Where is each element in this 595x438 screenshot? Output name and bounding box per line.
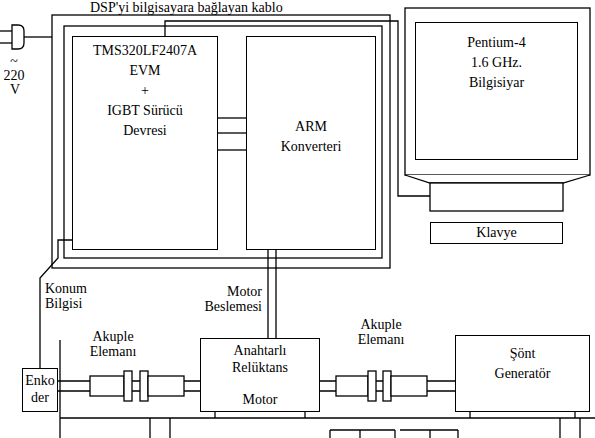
- voltage-value: 220: [2, 68, 26, 83]
- monitor-screen: Pentium-4 1.6 GHz. Bilgisiyar: [415, 22, 578, 160]
- connector-line: [218, 132, 246, 133]
- monitor-stand: [405, 175, 590, 183]
- node-text: Anahtarlı Relüktans: [210, 342, 310, 376]
- node-text: ARM Konverteri: [274, 117, 349, 157]
- ac-symbol: ~: [7, 54, 21, 69]
- edge-label: Motor Beslemesi: [198, 284, 262, 315]
- cable-label: DSP'yi bilgisayara bağlayan kablo: [90, 0, 283, 15]
- encoder-box: Enko der: [22, 368, 58, 412]
- node-text: Pentium-4 1.6 GHz. Bilgisiyar: [461, 33, 533, 93]
- converter-box: ARM Konverteri: [246, 36, 376, 250]
- computer-case: [430, 183, 563, 211]
- plug-symbol: [0, 25, 52, 49]
- node-text: Enko der: [25, 372, 56, 406]
- controller-box: TMS320LF2407A EVM+IGBT Sürücü Devresi: [72, 36, 218, 250]
- node-text: Şönt Generatör: [488, 344, 558, 384]
- node-text: TMS320LF2407A EVM: [85, 41, 205, 81]
- enclosure-frame: [52, 15, 390, 268]
- edge-label: Konum Bilgisi: [45, 281, 95, 312]
- generator-box: Şönt Generatör: [455, 335, 590, 412]
- connector-line: [268, 250, 276, 338]
- coupling-element: [90, 371, 184, 401]
- connector-line: [218, 149, 246, 150]
- node-text: Klavye: [437, 224, 557, 242]
- part-label: Akuple Elemanı: [84, 329, 142, 360]
- voltage-unit: V: [8, 82, 22, 97]
- motor-box: Anahtarlı RelüktansMotor: [200, 338, 320, 412]
- keyboard-box: Klavye: [430, 222, 563, 244]
- node-text: IGBT Sürücü Devresi: [85, 101, 205, 141]
- node-text: +: [85, 81, 205, 101]
- monitor-housing: [405, 8, 590, 175]
- connector-line: [218, 117, 246, 118]
- enclosure-frame: [64, 26, 382, 258]
- coupling-element: [336, 371, 427, 401]
- part-label: Akuple Elemanı: [352, 317, 410, 348]
- node-text: Motor: [210, 391, 310, 408]
